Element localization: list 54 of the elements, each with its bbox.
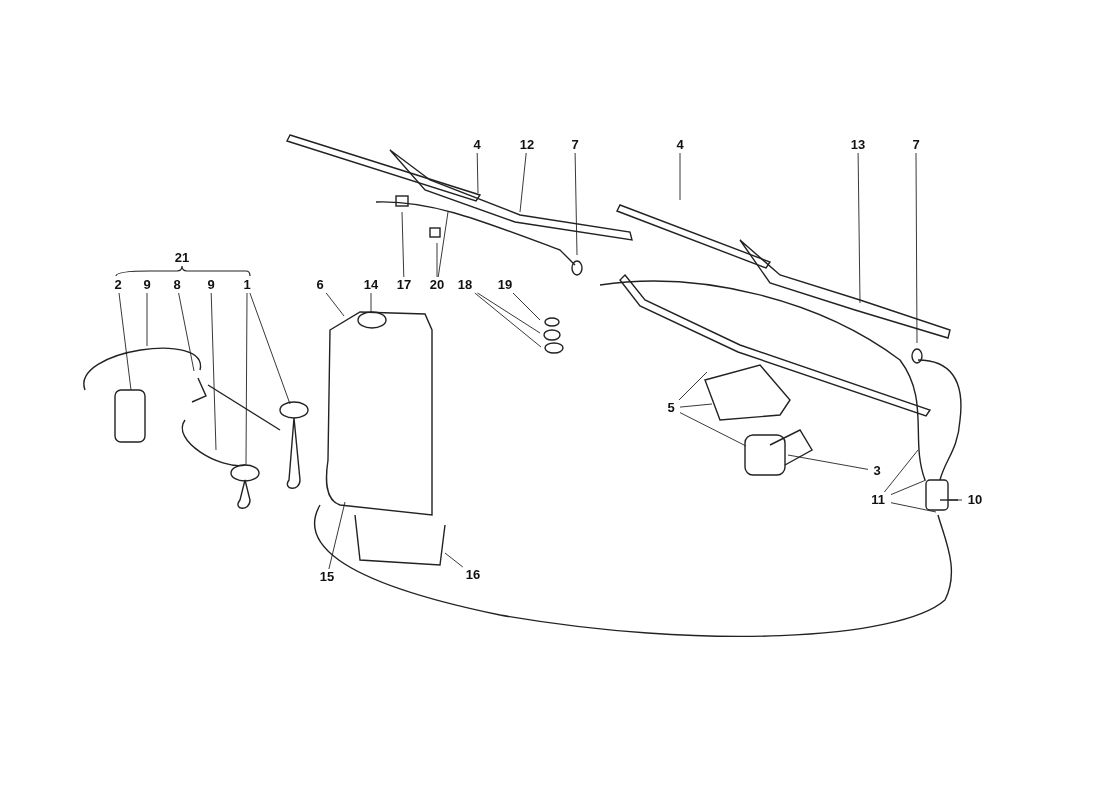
leader-line	[437, 211, 449, 278]
leader-line	[325, 292, 345, 317]
callout-number: 15	[314, 569, 340, 585]
leader-line	[787, 454, 869, 470]
callout-number: 19	[492, 277, 518, 293]
leader-line	[476, 152, 479, 194]
leader-line	[883, 449, 919, 493]
callout-number: 12	[514, 137, 540, 153]
callout-number: 10	[962, 492, 988, 508]
callout-number: 9	[138, 277, 156, 293]
leader-line	[328, 501, 346, 570]
callout-number: 11	[865, 492, 891, 508]
leader-line	[512, 292, 541, 321]
callout-number: 7	[566, 137, 584, 153]
leader-line	[474, 292, 542, 348]
leader-line	[245, 292, 248, 466]
leader-line	[890, 502, 937, 513]
callout-number: 8	[168, 277, 186, 293]
leader-line	[679, 403, 713, 408]
leader-line	[178, 292, 195, 372]
leader-line	[477, 292, 541, 334]
callout-number: 4	[468, 137, 486, 153]
leader-line	[436, 242, 438, 278]
leader-line	[679, 412, 747, 447]
callout-number: 6	[311, 277, 329, 293]
callout-number: 18	[452, 277, 478, 293]
callout-number: 21	[173, 250, 191, 266]
leader-line	[574, 152, 578, 256]
leader-line	[401, 211, 405, 278]
callout-number: 4	[671, 137, 689, 153]
callout-number: 3	[868, 463, 886, 479]
callout-number: 1	[238, 277, 256, 293]
leader-line	[370, 292, 372, 313]
callout-number: 2	[109, 277, 127, 293]
leader-line	[519, 152, 527, 213]
leader-line	[146, 292, 148, 347]
leader-line	[118, 292, 132, 391]
leader-line	[857, 152, 861, 304]
callout-number: 13	[845, 137, 871, 153]
callout-number: 16	[460, 567, 486, 583]
callout-number: 14	[358, 277, 384, 293]
leader-line	[679, 152, 681, 201]
leader-line	[890, 479, 927, 496]
leader-line	[915, 152, 918, 344]
callout-number: 17	[391, 277, 417, 293]
callout-number: 7	[907, 137, 925, 153]
leader-line	[210, 292, 217, 451]
leader-line	[249, 292, 291, 405]
callout-number: 20	[424, 277, 450, 293]
callout-number: 5	[662, 400, 680, 416]
leader-line	[948, 499, 963, 501]
leader-line	[678, 371, 708, 401]
leader-line	[444, 552, 464, 568]
callout-number: 9	[202, 277, 220, 293]
